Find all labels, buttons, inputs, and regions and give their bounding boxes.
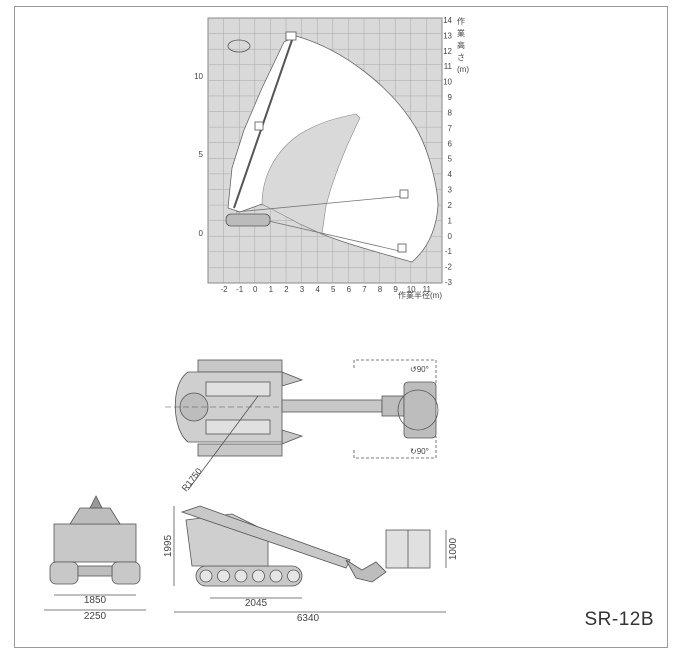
side-view: 1995 1000 2045 6340: [163, 505, 459, 624]
y-axis-label-char: 高: [457, 40, 465, 50]
track-roller: [269, 569, 283, 583]
y-tick-label-right: 12: [443, 47, 452, 56]
boom-head: [381, 395, 405, 417]
track-top: [197, 359, 283, 373]
rotation-arrow-bottom: ↻90°: [410, 447, 429, 456]
x-tick-label: 6: [347, 285, 352, 294]
y-tick-label-right: 7: [448, 124, 453, 133]
rotation-arrow-top: ↺90°: [410, 365, 429, 374]
track-length-label: 2045: [245, 598, 268, 609]
chart-machine-base: [225, 213, 271, 227]
side-boom: [180, 505, 351, 569]
basket-top: [285, 31, 297, 41]
y-tick-label-right: -1: [445, 247, 453, 256]
front-body: [53, 523, 137, 563]
track-roller: [234, 569, 248, 583]
y-tick-label-left: 10: [194, 72, 203, 81]
basket-top-view: [403, 381, 437, 439]
x-tick-label: 1: [269, 285, 274, 294]
x-tick-label: 8: [378, 285, 383, 294]
swing-radius-label: R1750: [180, 466, 204, 493]
x-axis-label: 作業半径(m): [398, 290, 442, 300]
x-tick-label: 5: [331, 285, 336, 294]
swing-radius-line: [187, 395, 259, 491]
y-tick-label-right: 8: [448, 108, 453, 117]
boom-horizontal-line: [235, 195, 405, 213]
x-tick-label: 10: [407, 285, 416, 294]
model-name: SR-12B: [584, 609, 654, 630]
y-tick-label-right: 14: [443, 16, 452, 25]
y-tick-label-left: 0: [199, 229, 204, 238]
x-tick-labels: -2 -1 0 1 2 3 4 5 6 7 8 9 10 11: [220, 285, 431, 294]
y-tick-label-right: 9: [448, 93, 453, 102]
x-tick-label: 11: [423, 285, 432, 294]
lower-cover: [205, 419, 271, 435]
overall-height-label: 1995: [163, 534, 174, 557]
y-axis-label-char: さ: [457, 53, 465, 62]
y-tick-label-right: 6: [448, 139, 453, 148]
upper-cover: [205, 381, 271, 397]
track-roller: [252, 569, 265, 583]
y-axis-label-char: 業: [457, 28, 465, 38]
y-tick-label-right: 13: [443, 31, 452, 40]
x-tick-label: 0: [253, 285, 258, 294]
track-roller: [217, 569, 230, 583]
x-tick-label: 2: [284, 285, 289, 294]
track-width-label: 1850: [84, 595, 107, 606]
basket-mid: [254, 121, 264, 131]
front-view: 1850 2250: [44, 495, 146, 622]
x-tick-label: -2: [220, 285, 228, 294]
y-tick-label-right: 3: [448, 186, 453, 195]
x-tick-label: 9: [393, 285, 398, 294]
y-tick-label-right: 4: [448, 170, 453, 179]
basket-horizontal: [399, 189, 409, 199]
y-tick-labels-left: 10 5 0: [194, 72, 203, 238]
overall-width-label: 2250: [84, 611, 107, 622]
front-upper: [69, 507, 121, 525]
track-roller: [199, 569, 213, 583]
y-tick-label-right: -2: [445, 263, 453, 272]
y-tick-label-right: 2: [448, 201, 453, 210]
x-tick-label: 7: [362, 285, 367, 294]
basket-height-label: 1000: [448, 537, 459, 560]
top-view: ↺90° ↻90° R1750: [165, 359, 439, 493]
front-boom-end: [89, 495, 103, 509]
restricted-zone: [261, 113, 361, 235]
basket-low: [397, 243, 407, 253]
capacity-mark: [227, 39, 251, 53]
overall-length-label: 6340: [297, 613, 320, 624]
side-jib: [345, 559, 387, 583]
track-rollers: [199, 569, 300, 583]
y-tick-label-right: 0: [448, 232, 453, 241]
y-tick-label-right: 5: [448, 155, 453, 164]
track-roller: [287, 569, 300, 583]
y-tick-label-left: 5: [199, 150, 204, 159]
y-tick-label-right: 11: [444, 62, 453, 71]
boom-top-view: [281, 399, 383, 413]
front-track-right: [111, 561, 141, 585]
y-axis-label-char: 作: [457, 16, 465, 26]
y-axis-label-char: (m): [457, 65, 469, 74]
front-track-left: [49, 561, 79, 585]
y-tick-label-right: -3: [445, 278, 453, 287]
y-tick-label-right: 1: [448, 216, 453, 225]
front-undercarriage: [77, 565, 113, 577]
basket-swing-range: [353, 359, 437, 459]
basket-rotation-circle: [397, 389, 439, 431]
x-tick-label: -1: [236, 285, 244, 294]
x-tick-label: 4: [315, 285, 320, 294]
track-bottom: [197, 443, 283, 457]
y-tick-label-right: 10: [443, 78, 452, 87]
x-tick-label: 3: [300, 285, 305, 294]
